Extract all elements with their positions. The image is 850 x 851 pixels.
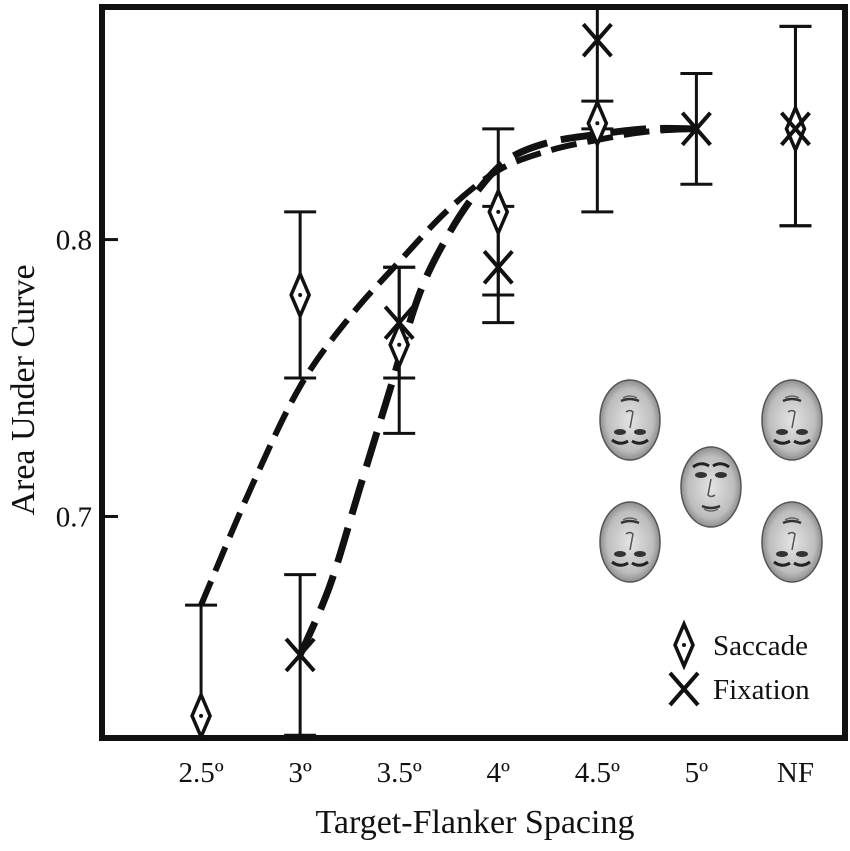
cross-stroke <box>383 305 415 340</box>
fixation-point <box>779 111 811 147</box>
saccade-point <box>388 319 411 371</box>
fixation-point <box>581 22 613 58</box>
legend-marker-fixation <box>668 671 700 707</box>
x-tick-label: 3º <box>288 757 312 789</box>
x-tick-label: 5º <box>685 757 709 789</box>
data-markers <box>190 22 811 742</box>
saccade-point <box>190 690 212 742</box>
fixation-point <box>482 249 514 285</box>
cross-stroke <box>284 637 316 673</box>
x-tick-label: 2.5º <box>178 757 223 789</box>
x-tick-label: 3.5º <box>377 757 422 789</box>
diamond-center-dot <box>496 209 501 214</box>
x-axis-label: Target-Flanker Spacing <box>316 804 635 841</box>
face-crowding-stimulus-icon <box>598 378 824 584</box>
cross-stroke <box>680 111 712 147</box>
x-tick-label: 4.5º <box>575 757 620 789</box>
y-axis-ticks: 0.7 0.8 <box>56 225 118 533</box>
y-tick-label: 0.8 <box>56 225 92 257</box>
legend-marker-saccade <box>673 619 695 671</box>
plot-frame <box>99 4 848 741</box>
y-tick-label: 0.7 <box>56 501 92 533</box>
x-tick-label: NF <box>777 757 814 789</box>
cross-stroke <box>668 671 700 707</box>
y-axis-label: Area Under Curve <box>5 264 42 515</box>
diamond-center-dot <box>298 292 303 297</box>
fixation-point <box>680 111 712 147</box>
diamond-center-dot <box>682 643 686 647</box>
diamond-center-dot <box>595 121 600 126</box>
diamond-center-dot <box>397 342 402 347</box>
cross-stroke <box>581 22 613 58</box>
cross-stroke <box>482 249 514 285</box>
legend-label-saccade: Saccade <box>713 630 808 662</box>
error-bars <box>185 7 812 738</box>
saccade-point <box>487 186 510 238</box>
diamond-center-dot <box>199 713 204 718</box>
x-axis-ticks: 2.5º 3º 3.5º 4º 4.5º 5º NF <box>178 757 814 789</box>
fixation-point <box>284 637 316 673</box>
cross-stroke <box>779 111 811 147</box>
saccade-point <box>289 269 312 321</box>
legend-label-fixation: Fixation <box>713 674 810 706</box>
saccade-point <box>586 97 609 149</box>
x-tick-label: 4º <box>487 757 511 789</box>
fixation-point <box>383 305 415 340</box>
